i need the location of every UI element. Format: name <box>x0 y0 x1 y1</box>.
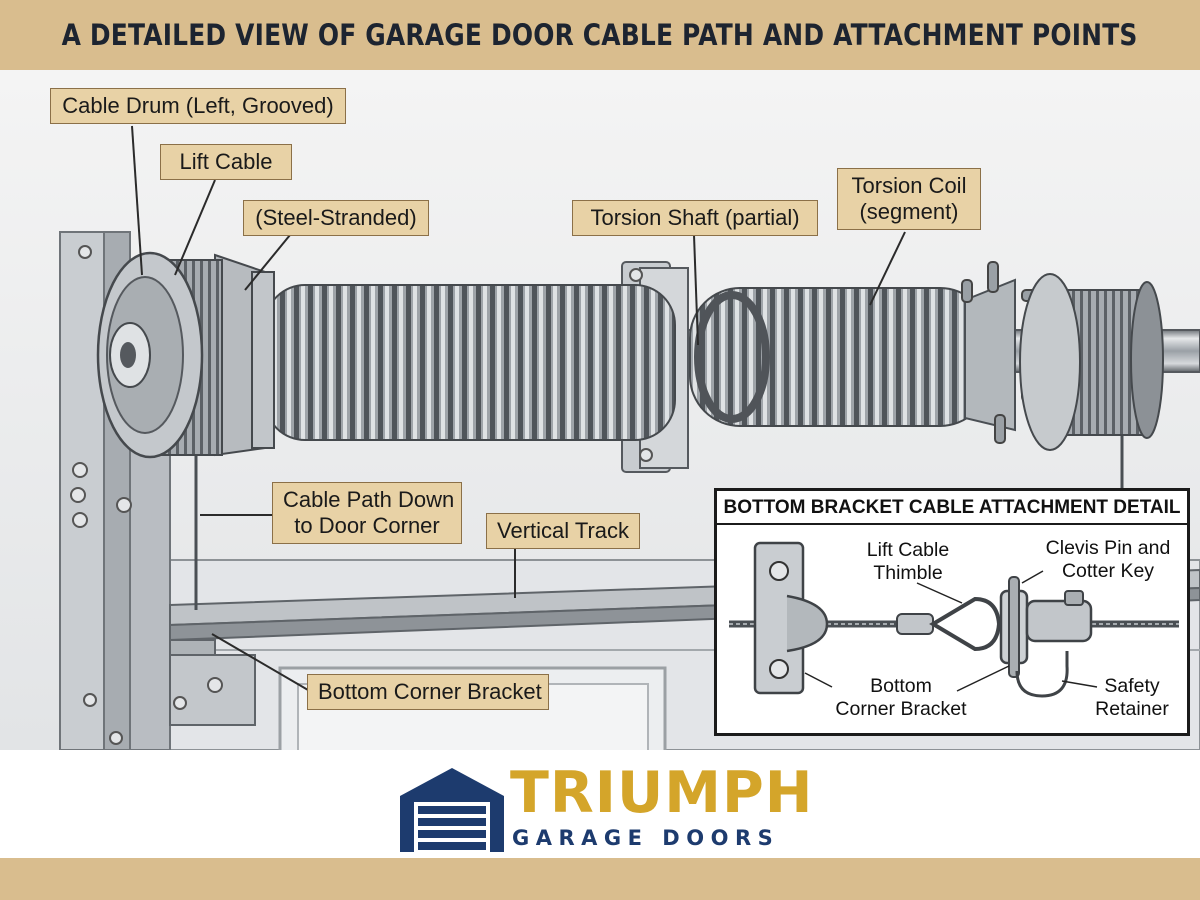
right-cable-drum <box>1019 273 1164 451</box>
left-cable-drum <box>96 251 275 459</box>
label-torsion-coil-line-1: Torsion Coil <box>851 173 967 198</box>
label-bottom-corner-bracket: Bottom Corner Bracket <box>307 674 549 710</box>
logo-subtitle: GARAGE DOORS <box>512 826 780 850</box>
detail-title: BOTTOM BRACKET CABLE ATTACHMENT DETAIL <box>723 497 1181 518</box>
company-logo: TRIUMPH GARAGE DOORS <box>398 760 812 854</box>
detail-label-clevis-pin-line-2: Cotter Key <box>1061 560 1155 582</box>
page-title: A DETAILED VIEW OF GARAGE DOOR CABLE PAT… <box>62 18 1138 52</box>
bottom-corner-bracket-illustration <box>169 654 256 726</box>
label-cable-path: Cable Path Down to Door Corner <box>272 482 462 544</box>
detail-label-lift-cable-thimble: Lift Cable Thimble <box>843 539 973 585</box>
label-torsion-shaft: Torsion Shaft (partial) <box>572 200 818 236</box>
label-cable-path-line-2: to Door Corner <box>294 513 440 538</box>
title-banner: A DETAILED VIEW OF GARAGE DOOR CABLE PAT… <box>0 0 1200 70</box>
garage-house-icon <box>400 768 504 852</box>
detail-label-bottom-corner-bracket-line-2: Corner Bracket <box>835 698 967 720</box>
label-cable-path-line-1: Cable Path Down <box>283 487 455 512</box>
detail-illustration <box>729 541 1179 698</box>
label-vertical-track: Vertical Track <box>486 513 640 549</box>
detail-label-bottom-corner-bracket-line-1: Bottom <box>870 675 932 697</box>
label-torsion-coil: Torsion Coil (segment) <box>837 168 981 230</box>
detail-divider <box>717 523 1187 525</box>
label-cable-drum: Cable Drum (Left, Grooved) <box>50 88 346 124</box>
label-torsion-coil-line-2: (segment) <box>859 199 959 224</box>
detail-label-clevis-pin: Clevis Pin and Cotter Key <box>1033 537 1183 583</box>
leader-lines <box>131 125 906 691</box>
footer-banner <box>0 858 1200 900</box>
detail-label-safety-retainer: Safety Retainer <box>1087 675 1177 721</box>
detail-label-bottom-corner-bracket: Bottom Corner Bracket <box>821 675 981 721</box>
label-steel-stranded: (Steel-Stranded) <box>243 200 429 236</box>
label-lift-cable: Lift Cable <box>160 144 292 180</box>
detail-label-safety-retainer-line-2: Retainer <box>1095 698 1169 720</box>
right-torsion-spring <box>689 287 991 427</box>
detail-label-lift-cable-thimble-line-2: Thimble <box>873 562 943 584</box>
detail-label-lift-cable-thimble-line-1: Lift Cable <box>866 539 950 561</box>
left-torsion-spring <box>264 284 676 441</box>
bottom-bracket-detail-inset: BOTTOM BRACKET CABLE ATTACHMENT DETAIL <box>714 488 1190 736</box>
detail-label-clevis-pin-line-1: Clevis Pin and <box>1045 537 1171 559</box>
logo-wordmark: TRIUMPH <box>510 760 814 826</box>
detail-label-safety-retainer-line-1: Safety <box>1104 675 1160 697</box>
